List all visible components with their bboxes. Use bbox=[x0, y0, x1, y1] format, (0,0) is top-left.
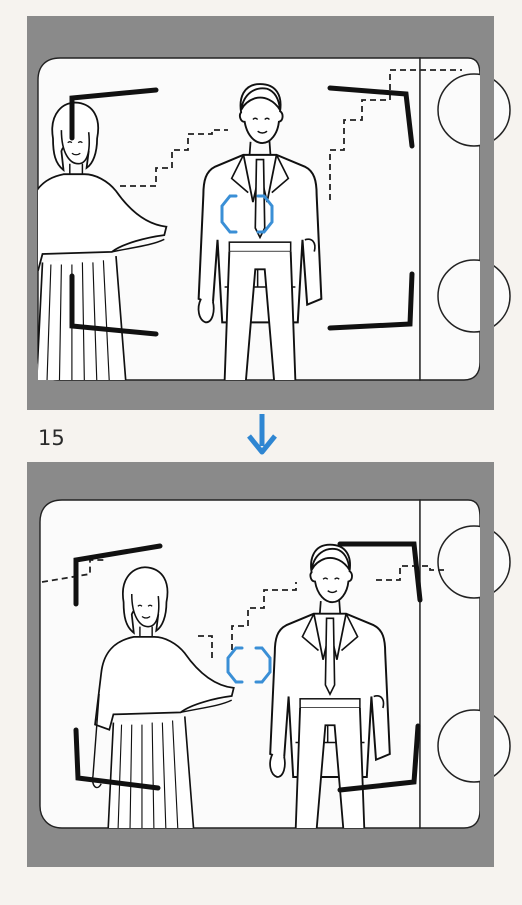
viewfinder-panel-top bbox=[21, 16, 510, 410]
arrow-down-icon bbox=[249, 414, 275, 452]
figure-number: 15 bbox=[38, 426, 65, 450]
viewfinder-circle-icon bbox=[438, 710, 510, 782]
viewfinder-circle-icon bbox=[438, 260, 510, 332]
viewfinder-circle-icon bbox=[438, 526, 510, 598]
viewfinder-panel-bottom bbox=[27, 462, 510, 867]
viewfinder-circle-icon bbox=[438, 74, 510, 146]
